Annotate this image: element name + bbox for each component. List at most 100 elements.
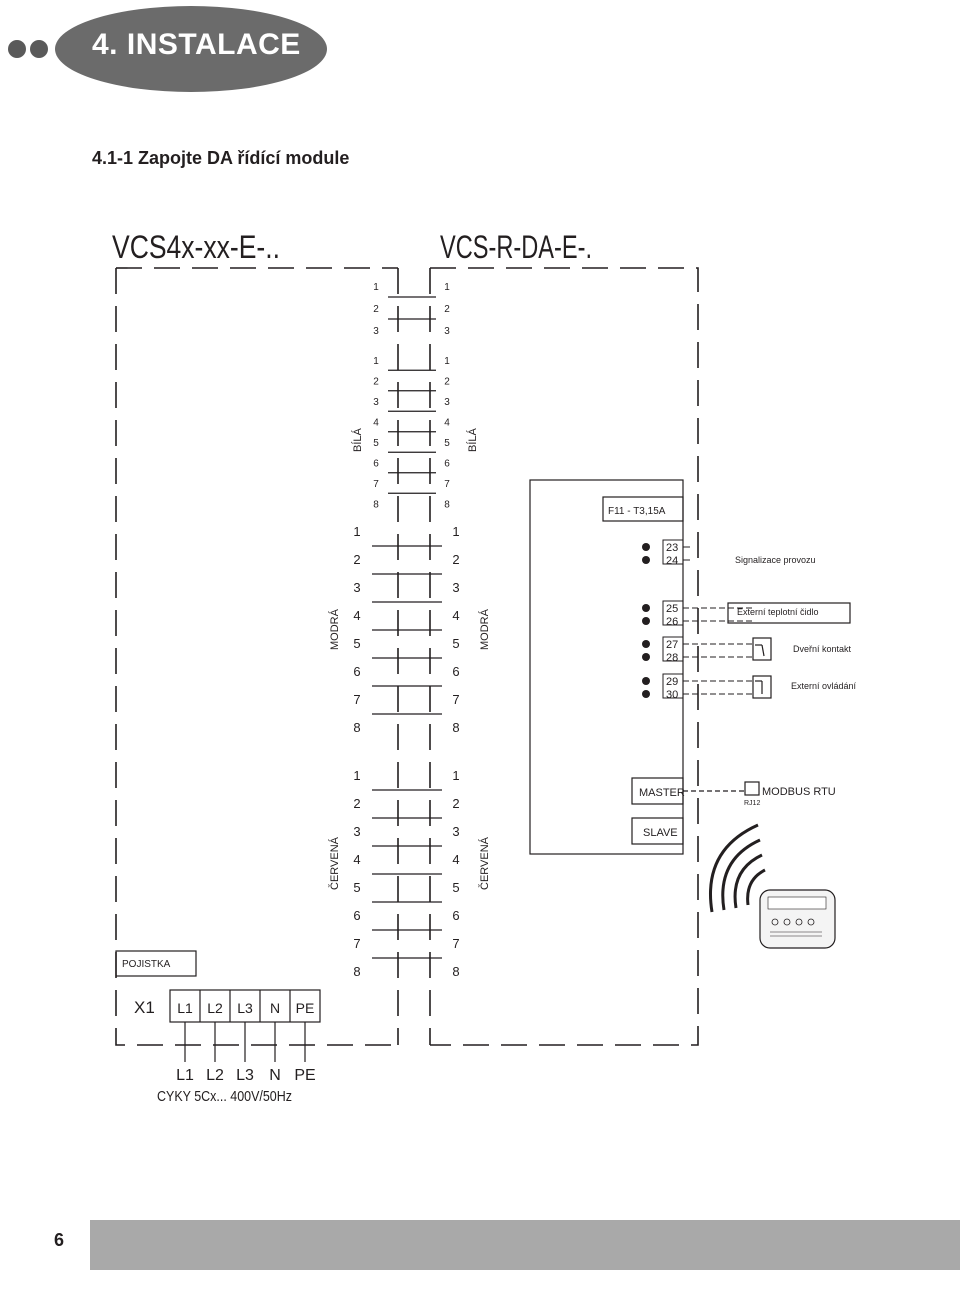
master-label: MASTER [639,787,685,799]
terminal-dot [642,653,650,661]
pin-label-right: 3 [444,326,450,337]
pin-label-right: 4 [452,608,459,623]
right-unit-frame [430,267,699,1046]
terminal-dot [642,690,650,698]
pin-label-left: 3 [373,326,379,337]
pin-label-left: 2 [353,796,360,811]
pin-label-left: 8 [353,964,360,979]
left-unit-title: VCS4x-xx-E-.. [112,229,280,265]
page-title: 4. INSTALACE [92,28,301,61]
pin-label-right: 6 [444,459,450,470]
pin-label-left: 7 [373,479,379,490]
x1-terminal-label: L2 [207,1000,223,1016]
footer-band [0,1220,960,1270]
terminal-block [662,539,684,565]
terminal-number: 30 [666,689,678,701]
terminal-dot [642,617,650,625]
pin-label-right: 5 [452,636,459,651]
pin-label-left: 1 [373,282,379,293]
pin-label-left: 3 [353,824,360,839]
pin-label-left: 5 [353,880,360,895]
pin-label-left: 8 [353,720,360,735]
pin-label-right: 7 [444,479,450,490]
pin-label-left: 6 [353,664,360,679]
pin-label-right: 2 [452,552,459,567]
pin-label-left: 1 [373,356,379,367]
pin-label-left: 7 [353,692,360,707]
wireless-signal-icon [709,823,766,913]
pin-label-left: 2 [353,552,360,567]
terminal-number: 25 [666,603,678,615]
pin-label-right: 5 [452,880,459,895]
temp-sensor-label-box [727,602,851,624]
terminal-number: 26 [666,616,678,628]
terminal-number: 24 [666,555,678,567]
external-control-icon [752,675,772,699]
pin-label-right: 4 [452,852,459,867]
slave-label: SLAVE [643,827,678,839]
supply-terminal-label: L3 [236,1067,254,1084]
pin-label-left: 3 [353,580,360,595]
label-white-left: BÍLÁ [351,427,364,452]
pin-label-left: 2 [373,377,379,388]
terminal-description: Signalizace provozu [735,555,816,565]
pin-label-left: 4 [373,418,379,429]
pojistka-box [115,950,197,977]
terminal-number: 28 [666,652,678,664]
remote-controller-icon [759,889,836,949]
pin-label-left: 7 [353,936,360,951]
terminal-number: 23 [666,542,678,554]
rj12-label: RJ12 [744,800,760,807]
slave-box [631,817,684,845]
pin-label-right: 6 [452,908,459,923]
pin-label-left: 3 [373,397,379,408]
pin-label-right: 8 [452,964,459,979]
pin-label-right: 2 [444,304,450,315]
pin-label-right: 7 [452,936,459,951]
pin-label-left: 5 [353,636,360,651]
x1-terminal-label: PE [296,1000,315,1016]
terminal-dot [642,556,650,564]
label-red-right: ČERVENÁ [478,836,491,890]
pin-label-left: 5 [373,438,379,449]
pin-label-left: 8 [373,500,379,511]
terminal-block [662,600,684,626]
pin-label-left: 2 [373,304,379,315]
pin-label-right: 1 [444,282,450,293]
supply-terminal-label: N [269,1067,281,1084]
pin-label-right: 2 [444,377,450,388]
terminal-dot [642,640,650,648]
terminal-dot [642,543,650,551]
pin-label-right: 8 [452,720,459,735]
pin-label-right: 6 [452,664,459,679]
pin-label-right: 3 [444,397,450,408]
terminal-description: Externí teplotní čidlo [737,607,819,617]
terminal-number: 27 [666,639,678,651]
pin-label-left: 1 [353,768,360,783]
rj12-port [744,781,760,796]
pin-label-right: 1 [444,356,450,367]
pin-label-left: 4 [353,852,360,867]
door-contact-icon [752,637,772,661]
terminal-dot [642,677,650,685]
label-white-right: BÍLÁ [466,427,479,452]
pin-label-right: 5 [444,438,450,449]
section-subtitle: 4.1-1 Zapojte DA řídící module [92,148,350,168]
pin-label-right: 3 [452,580,459,595]
cable-label: CYKY 5Cx... 400V/50Hz [157,1088,292,1105]
fuse-label: F11 - T3,15A [608,506,666,517]
pin-label-left: 4 [353,608,360,623]
left-unit-frame-side [115,268,398,1046]
control-module-box [529,479,684,855]
pin-label-right: 1 [452,768,459,783]
pojistka-label: POJISTKA [122,959,171,970]
pin-label-left: 6 [373,459,379,470]
terminal-block [662,673,684,699]
label-blue-left: MODRÁ [328,608,341,650]
x1-label: X1 [134,998,155,1017]
header-dots-icon [8,40,50,58]
label-blue-right: MODRÁ [478,608,491,650]
